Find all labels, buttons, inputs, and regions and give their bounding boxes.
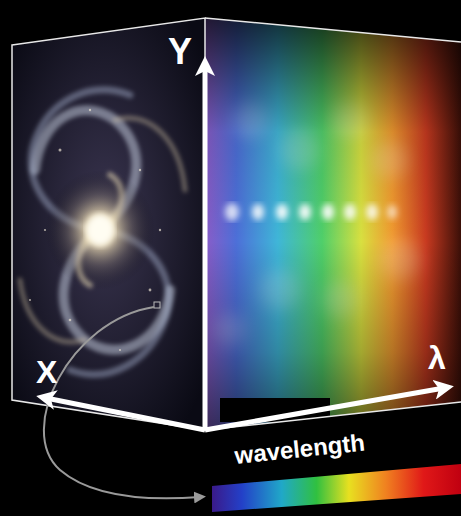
- axis-label: Y: [168, 34, 192, 70]
- axis-label: X: [36, 356, 57, 388]
- axis-label: λ: [428, 342, 446, 374]
- axis-caption: wavelength: [233, 430, 365, 468]
